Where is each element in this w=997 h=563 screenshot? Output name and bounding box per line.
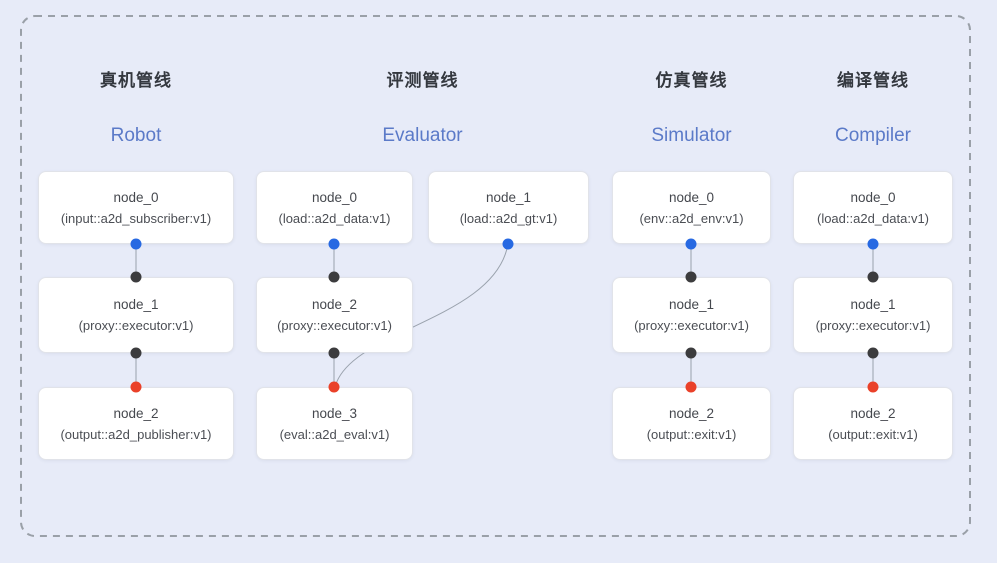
pipeline-title-simulator: 仿真管线 bbox=[655, 71, 728, 90]
pipeline-subtitle-evaluator: Evaluator bbox=[382, 125, 463, 146]
terminal-port-dot bbox=[328, 381, 340, 393]
node-box-robot-2: node_2 (output::a2d_publisher:v1) bbox=[38, 387, 234, 460]
node-name: node_1 bbox=[485, 189, 532, 205]
node-box-evaluator-0: node_0 (load::a2d_data:v1) bbox=[256, 171, 413, 244]
node-name: node_2 bbox=[311, 297, 358, 312]
terminal-port-dot bbox=[685, 381, 697, 393]
node-name: node_1 bbox=[850, 297, 896, 312]
terminal-port-dot bbox=[867, 381, 879, 393]
terminal-port-dot bbox=[130, 381, 142, 393]
node-type: (load::a2d_gt:v1) bbox=[459, 210, 558, 226]
output-port-dot bbox=[867, 238, 879, 250]
node-box-simulator-1: node_1 (proxy::executor:v1) bbox=[612, 277, 771, 353]
input-port-dot bbox=[130, 271, 142, 283]
node-type: (output::exit:v1) bbox=[646, 426, 737, 442]
output-port-dot bbox=[685, 238, 697, 250]
node-name: node_0 bbox=[668, 189, 715, 205]
node-type: (proxy::executor:v1) bbox=[277, 318, 392, 333]
node-name: node_0 bbox=[850, 189, 896, 205]
pipeline-subtitle-compiler: Compiler bbox=[834, 125, 912, 146]
node-name: node_2 bbox=[668, 405, 715, 421]
node-type: (proxy::executor:v1) bbox=[634, 318, 749, 333]
output-port-dot bbox=[328, 238, 340, 250]
node-name: node_2 bbox=[113, 405, 159, 421]
wire-evaluator-1-3 bbox=[334, 243, 509, 388]
node-box-evaluator-1: node_1 (load::a2d_gt:v1) bbox=[428, 171, 589, 244]
dashed-frame bbox=[20, 15, 971, 537]
node-type: (eval::a2d_eval:v1) bbox=[279, 426, 390, 442]
node-type: (input::a2d_subscriber:v1) bbox=[60, 210, 212, 226]
node-type: (output::a2d_publisher:v1) bbox=[60, 426, 212, 442]
input-port-dot bbox=[867, 347, 879, 359]
node-type: (proxy::executor:v1) bbox=[78, 318, 194, 333]
pipeline-title-robot: 真机管线 bbox=[100, 71, 172, 90]
node-box-simulator-2: node_2 (output::exit:v1) bbox=[612, 387, 771, 460]
pipeline-title-evaluator: 评测管线 bbox=[386, 71, 459, 90]
node-box-evaluator-2: node_2 (proxy::executor:v1) bbox=[256, 277, 413, 353]
node-box-compiler-1: node_1 (proxy::executor:v1) bbox=[793, 277, 953, 353]
node-type: (env::a2d_env:v1) bbox=[639, 210, 744, 226]
input-port-dot bbox=[328, 271, 340, 283]
input-port-dot bbox=[328, 347, 340, 359]
pipeline-title-compiler: 编译管线 bbox=[837, 71, 909, 90]
input-port-dot bbox=[867, 271, 879, 283]
node-name: node_3 bbox=[311, 405, 358, 421]
node-type: (load::a2d_data:v1) bbox=[816, 210, 930, 226]
node-box-compiler-0: node_0 (load::a2d_data:v1) bbox=[793, 171, 953, 244]
node-name: node_1 bbox=[113, 297, 159, 312]
node-box-robot-0: node_0 (input::a2d_subscriber:v1) bbox=[38, 171, 234, 244]
node-name: node_0 bbox=[113, 189, 159, 205]
node-name: node_0 bbox=[311, 189, 358, 205]
node-type: (load::a2d_data:v1) bbox=[278, 210, 391, 226]
node-box-simulator-0: node_0 (env::a2d_env:v1) bbox=[612, 171, 771, 244]
node-name: node_1 bbox=[668, 297, 715, 312]
node-box-evaluator-3: node_3 (eval::a2d_eval:v1) bbox=[256, 387, 413, 460]
input-port-dot bbox=[685, 347, 697, 359]
output-port-dot bbox=[130, 238, 142, 250]
pipeline-subtitle-robot: Robot bbox=[110, 125, 162, 146]
pipeline-subtitle-simulator: Simulator bbox=[651, 125, 732, 146]
node-name: node_2 bbox=[850, 405, 896, 421]
input-port-dot bbox=[130, 347, 142, 359]
node-type: (output::exit:v1) bbox=[828, 426, 918, 442]
input-port-dot bbox=[685, 271, 697, 283]
node-box-compiler-2: node_2 (output::exit:v1) bbox=[793, 387, 953, 460]
output-port-dot bbox=[502, 238, 514, 250]
node-box-robot-1: node_1 (proxy::executor:v1) bbox=[38, 277, 234, 353]
node-type: (proxy::executor:v1) bbox=[815, 318, 931, 333]
